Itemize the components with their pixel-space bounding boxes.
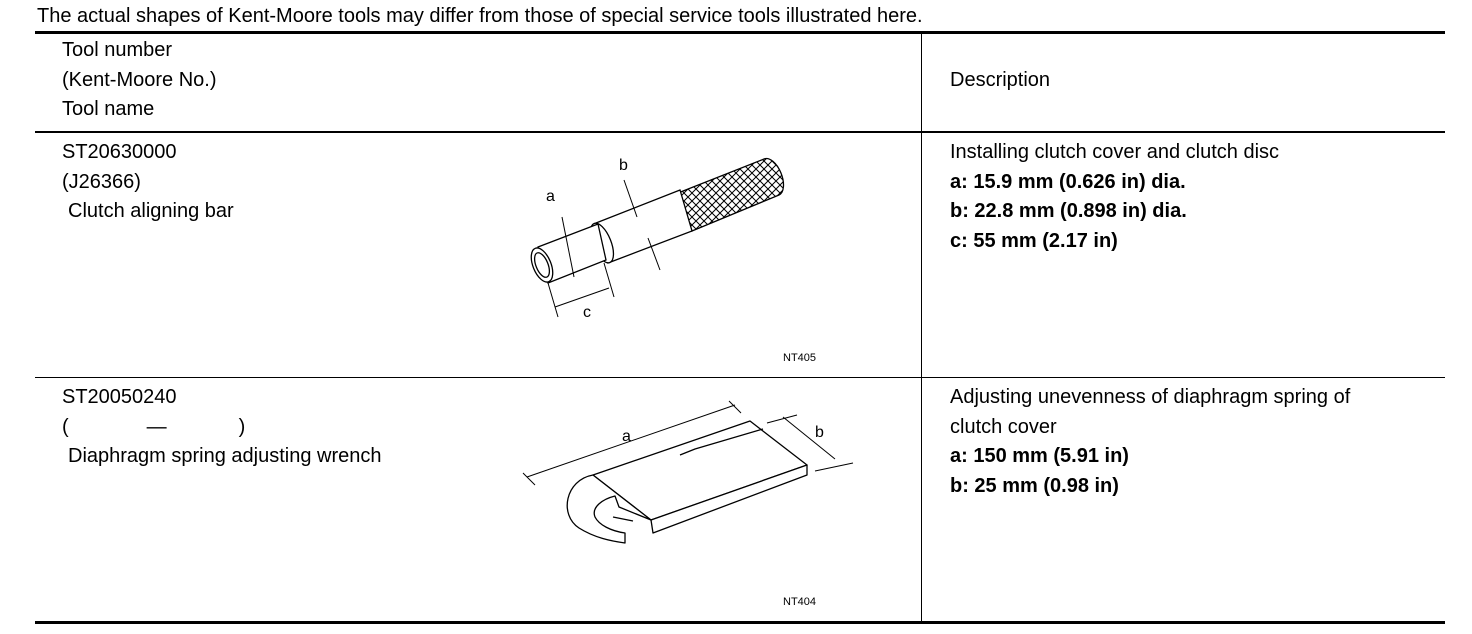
wrench-hook <box>566 474 652 544</box>
diaphragm-spring-wrench-figure: a b <box>522 400 854 544</box>
row2-kent-moore-open: ( <box>62 415 69 438</box>
column-divider <box>921 34 922 621</box>
figure-id-nt404: NT404 <box>783 596 817 608</box>
row1-description-text: Installing clutch cover and clutch disc <box>950 141 1280 163</box>
row2-description-line-2: clutch cover <box>950 415 1057 438</box>
header-tool-number: Tool number <box>62 39 173 61</box>
row2-kent-moore-number: ( —) <box>62 413 382 443</box>
wrench-dimension-label-b: b <box>815 424 824 441</box>
header-tool-column: Tool number (Kent-Moore No.) Tool name <box>62 36 217 125</box>
row-divider <box>35 377 1445 378</box>
row1-tool-number: ST20630000 <box>62 141 177 163</box>
header-kent-moore-no: (Kent-Moore No.) <box>62 68 217 91</box>
row1-tool-info: ST20630000 (J26366) Clutch aligning bar <box>62 138 234 227</box>
note-text: The actual shapes of Kent-Moore tools ma… <box>37 5 923 27</box>
clutch-aligning-bar-figure: a b c <box>530 157 785 321</box>
row1-description: Installing clutch cover and clutch disc … <box>950 138 1279 256</box>
row1-spec-b: b: 22.8 mm (0.898 in) dia. <box>950 200 1187 222</box>
row1-kent-moore-number: (J26366) <box>62 170 141 193</box>
table-bottom-rule <box>35 621 1445 624</box>
header-tool-name: Tool name <box>62 98 155 120</box>
table-top-rule <box>35 31 1445 34</box>
row1-spec-a: a: 15.9 mm (0.626 in) dia. <box>950 170 1186 193</box>
row1-tool-name: Clutch aligning bar <box>68 200 234 222</box>
figure-id-nt405: NT405 <box>783 352 817 364</box>
row1-spec-c: c: 55 mm (2.17 in) <box>950 229 1118 252</box>
row2-tool-number: ST20050240 <box>62 386 177 408</box>
row2-spec-b: b: 25 mm (0.98 in) <box>950 474 1119 497</box>
row2-tool-name: Diaphragm spring adjusting wrench <box>68 445 382 467</box>
dimension-label-c: c <box>583 304 591 321</box>
row2-kent-moore-dash: — <box>146 415 167 438</box>
row2-tool-info: ST20050240 ( —) Diaphragm spring adjustin… <box>62 383 382 472</box>
row2-description: Adjusting unevenness of diaphragm spring… <box>950 383 1350 501</box>
row2-spec-a: a: 150 mm (5.91 in) <box>950 445 1129 467</box>
header-description: Description <box>950 69 1051 91</box>
row2-description-line-1: Adjusting unevenness of diaphragm spring… <box>950 386 1351 408</box>
wrench-dimension-label-a: a <box>622 428 631 445</box>
row2-kent-moore-close: ) <box>238 415 246 438</box>
knurled-handle <box>677 157 785 232</box>
header-bottom-rule <box>35 131 1445 133</box>
dimension-label-b: b <box>619 157 628 174</box>
dimension-label-a: a <box>546 188 555 205</box>
